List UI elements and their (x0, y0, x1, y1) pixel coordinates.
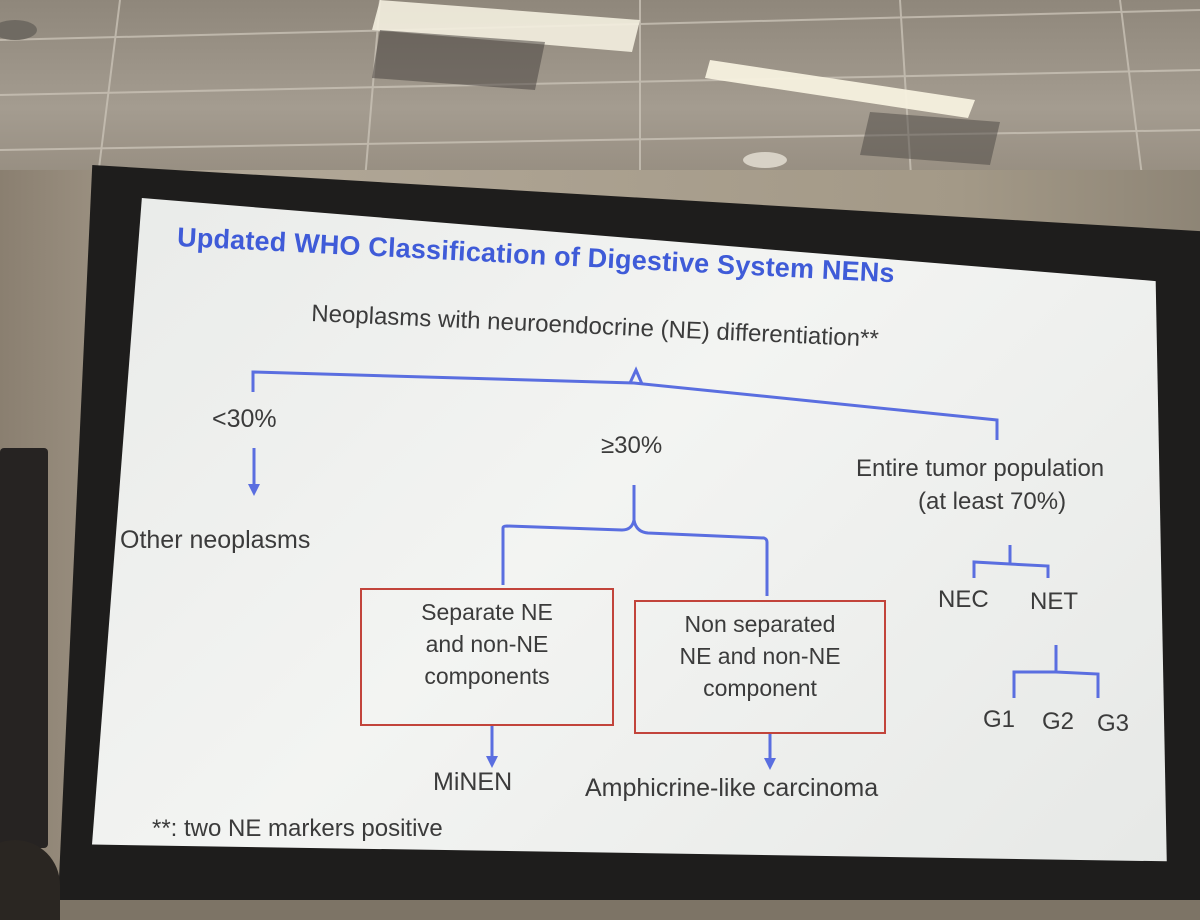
minen-label: MiNEN (433, 768, 513, 796)
branch-entire-line1: Entire tumor population (856, 455, 1105, 482)
grade-g3: G3 (1097, 710, 1130, 737)
footnote: **: two NE markers positive (152, 815, 443, 842)
nec-label: NEC (938, 586, 989, 613)
branch-ge30: ≥30% (601, 432, 663, 459)
branch-entire-line2: (at least 70%) (918, 488, 1067, 515)
grade-g2: G2 (1042, 708, 1075, 735)
ceiling-tiles (0, 0, 1200, 240)
amphicrine-label: Amphicrine-like carcinoma (585, 774, 879, 802)
other-neoplasms: Other neoplasms (120, 526, 311, 554)
box-non-separated-component: Non separated NE and non-NE component (634, 600, 886, 734)
branch-lt30: <30% (212, 405, 277, 433)
box-separate-components: Separate NE and non-NE components (360, 588, 614, 726)
lectern (0, 448, 48, 848)
net-label: NET (1030, 588, 1078, 615)
grade-g1: G1 (983, 706, 1016, 733)
